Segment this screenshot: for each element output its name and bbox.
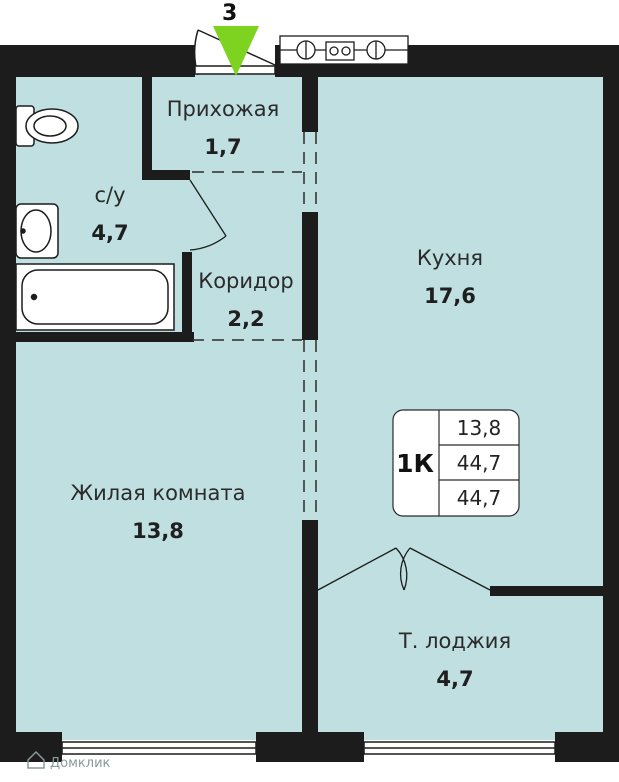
room-name-corridor: Коридор [198,269,293,293]
wall-center-low [302,520,318,738]
zone-boundaries [192,132,317,520]
room-name-hallway: Прихожая [167,97,279,121]
room-area-kitchen: 17,6 [424,284,476,308]
watermark: Домклик [27,750,111,771]
room-area-bathroom: 4,7 [91,221,128,245]
wall-center-mid [302,212,318,340]
bathtub-icon [15,263,175,331]
wall-bottom-right [555,732,619,762]
room-area-living: 13,8 [132,519,184,543]
area-summary: 1К 13,8 44,7 44,7 [392,409,520,517]
living-area-value: 13,8 [457,416,502,440]
sink-icon [15,203,59,259]
wall-loggia [490,586,604,596]
total-area-value: 44,7 [457,451,502,475]
room-name-living: Жилая комната [71,481,246,505]
windows [61,741,556,755]
entrance-marker [213,26,259,76]
room-labels: Прихожая 1,7 с/у 4,7 Коридор 2,2 Кухня 1… [71,97,512,691]
wall-bath-right [182,252,192,342]
toilet-icon [15,105,79,147]
svg-text:Домклик: Домклик [50,756,111,771]
wall-left [0,45,16,745]
room-name-bathroom: с/у [94,183,125,207]
bathroom-door [189,179,227,251]
room-name-loggia: Т. лоджия [398,629,511,653]
wall-hall-left [142,72,152,180]
floor-loggia [317,592,604,740]
wall-right [603,45,619,745]
area-with-loggia-value: 44,7 [457,486,502,510]
house-icon [27,750,45,769]
stove-icon [279,35,409,65]
walls [0,45,619,762]
wall-center-top [302,72,318,132]
wall-hall-bottom [142,170,190,180]
entrance-label: 3 [222,1,237,26]
wall-bath-bottom [14,332,194,342]
room-area-loggia: 4,7 [436,667,473,691]
room-name-kitchen: Кухня [417,246,483,270]
loggia-door [317,547,491,591]
wall-top-left [0,45,195,77]
room-area-hallway: 1,7 [204,135,241,159]
apartment-type: 1К [396,449,434,478]
room-area-corridor: 2,2 [227,307,264,331]
